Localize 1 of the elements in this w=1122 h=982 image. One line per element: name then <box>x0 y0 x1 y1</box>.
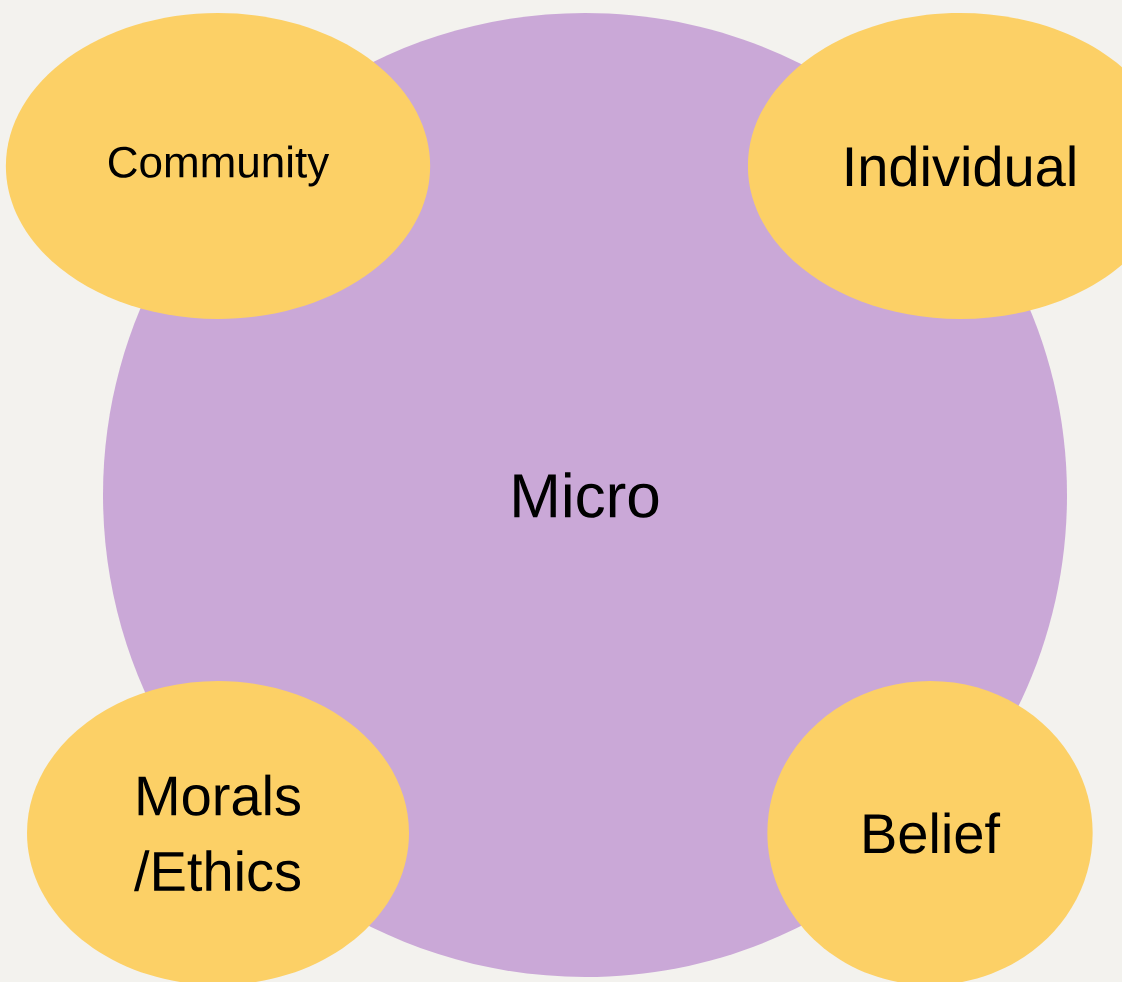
ellipse-node: Community <box>5 13 431 319</box>
